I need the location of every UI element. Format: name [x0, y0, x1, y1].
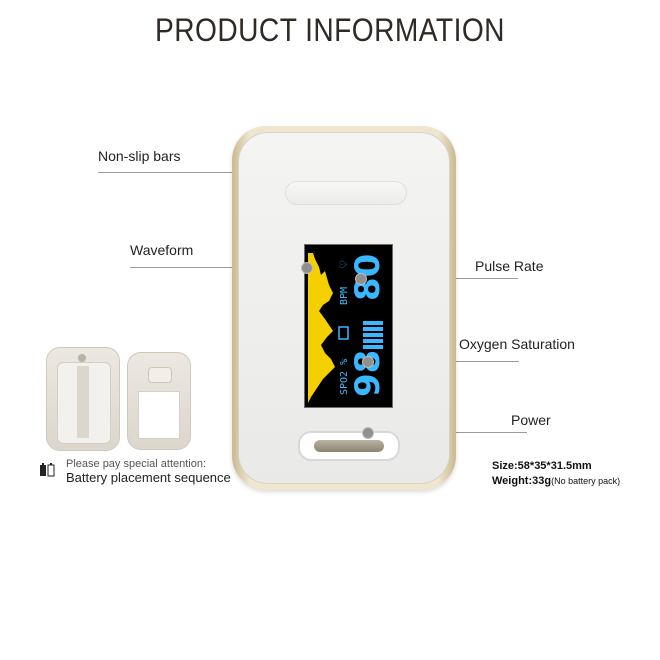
- signal-bars: [363, 321, 383, 349]
- screw-icon: [78, 354, 86, 362]
- note-battery: Battery placement sequence: [66, 470, 231, 485]
- page-title: PRODUCT INFORMATION: [155, 12, 505, 48]
- back-label: [138, 391, 180, 439]
- spec-weight-value: Weight:33g: [492, 475, 552, 487]
- bpm-label: BPM: [339, 287, 350, 305]
- dot-waveform: [301, 262, 313, 274]
- spec-weight: Weight:33g(No battery pack): [492, 475, 620, 487]
- label-oxygen-saturation: Oxygen Saturation: [459, 336, 575, 352]
- spec-size: Size:58*35*31.5mm: [492, 460, 592, 472]
- heart-icon: ♡: [339, 260, 350, 269]
- waveform-trace: [308, 253, 335, 403]
- screen-graphic: SPO2 % BPM ♡ 80 98: [308, 253, 388, 403]
- oled-screen: SPO2 % BPM ♡ 80 98: [304, 244, 393, 408]
- battery-icon: [40, 463, 55, 477]
- non-slip-bar: [285, 181, 407, 205]
- label-power: Power: [511, 412, 551, 428]
- dot-oxygen: [362, 356, 374, 368]
- pulse-value: 80: [348, 254, 388, 301]
- dot-pulse-rate: [355, 273, 367, 285]
- battery-divider: [77, 366, 89, 438]
- note-attention: Please pay special attention:: [66, 458, 207, 470]
- device-face: SPO2 % BPM ♡ 80 98: [238, 132, 450, 484]
- latch: [148, 367, 172, 383]
- label-non-slip-bars: Non-slip bars: [98, 148, 181, 164]
- pulse-oximeter-device: SPO2 % BPM ♡ 80 98: [232, 126, 456, 490]
- dot-power: [362, 427, 374, 439]
- line-waveform: [130, 267, 306, 268]
- label-pulse-rate: Pulse Rate: [475, 258, 544, 274]
- power-button[interactable]: [298, 431, 400, 461]
- device-battery-compartment: [46, 347, 120, 451]
- line-non-slip: [98, 172, 235, 173]
- battery-level-icon: [338, 326, 349, 340]
- device-back: [127, 352, 191, 450]
- spec-weight-note: (No battery pack): [551, 476, 621, 486]
- spo2-label: SPO2 %: [339, 359, 350, 395]
- power-button-inner: [314, 440, 384, 452]
- label-waveform: Waveform: [130, 242, 194, 258]
